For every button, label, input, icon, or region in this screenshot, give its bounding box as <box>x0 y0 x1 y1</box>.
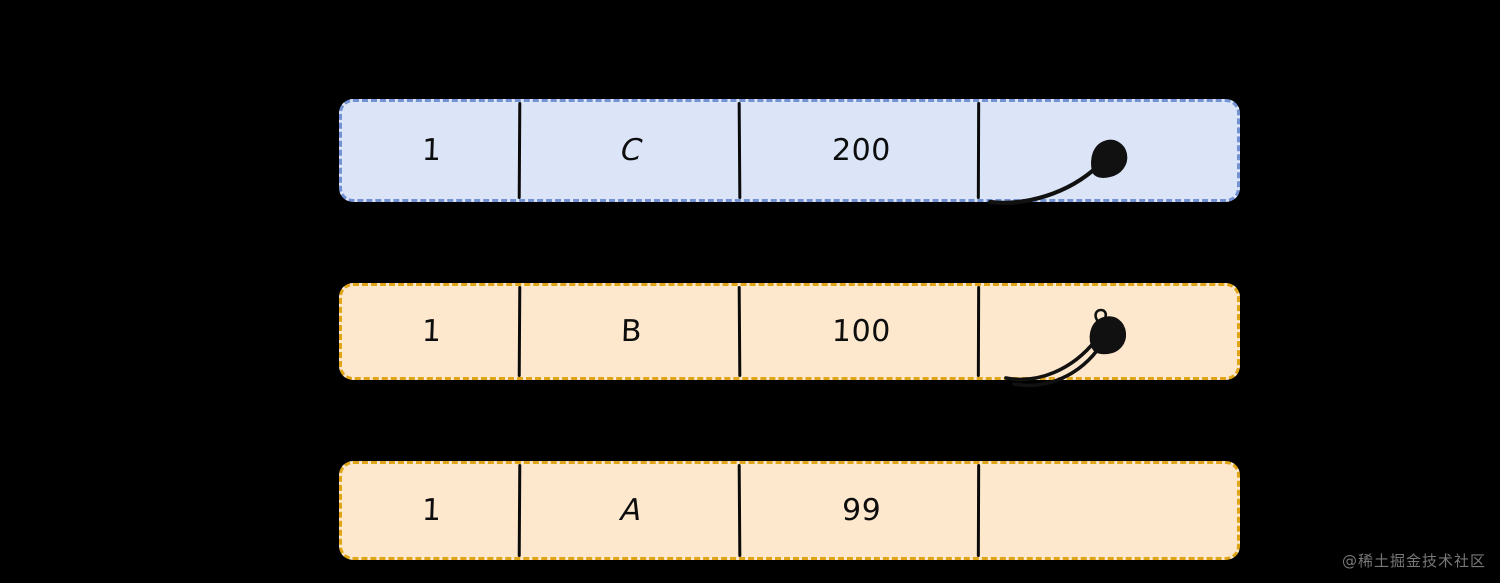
row-cells: 1 B 100 <box>342 286 1237 377</box>
cell-number-value: 99 <box>841 492 882 528</box>
record-row-blue[interactable]: 1 C 200 <box>339 99 1240 202</box>
row-cells: 1 A 99 <box>342 464 1237 557</box>
watermark: @稀土掘金技术社区 <box>1341 552 1486 570</box>
cell-id: 1 <box>342 464 522 557</box>
cell-divider-1 <box>517 285 522 378</box>
record-row-orange-a[interactable]: 1 A 99 <box>339 461 1240 560</box>
cell-pointer <box>981 464 1237 557</box>
cell-pointer <box>981 286 1237 377</box>
cell-number-value: 100 <box>831 313 892 349</box>
cell-pointer <box>981 102 1237 199</box>
cell-number-value: 200 <box>831 132 892 168</box>
cell-letter: C <box>522 102 742 199</box>
cell-number: 99 <box>742 464 981 557</box>
cell-divider-2 <box>737 285 742 378</box>
cell-id: 1 <box>342 102 522 199</box>
cell-number: 100 <box>742 286 981 377</box>
cell-divider-3 <box>976 463 981 558</box>
cell-divider-3 <box>976 101 981 200</box>
cell-letter-value: B <box>620 313 644 349</box>
cell-divider-3 <box>976 285 981 378</box>
cell-divider-1 <box>517 463 522 558</box>
record-row-orange-b[interactable]: 1 B 100 <box>339 283 1240 380</box>
cell-letter-value: A <box>620 492 644 528</box>
cell-letter: B <box>522 286 742 377</box>
row-cells: 1 C 200 <box>342 102 1237 199</box>
cell-id: 1 <box>342 286 522 377</box>
cell-number: 200 <box>742 102 981 199</box>
cell-divider-1 <box>517 101 522 200</box>
cell-id-value: 1 <box>421 313 443 349</box>
cell-divider-2 <box>737 463 742 558</box>
cell-letter-value: C <box>620 132 644 168</box>
cell-id-value: 1 <box>421 132 443 168</box>
cell-letter: A <box>522 464 742 557</box>
cell-id-value: 1 <box>421 492 443 528</box>
